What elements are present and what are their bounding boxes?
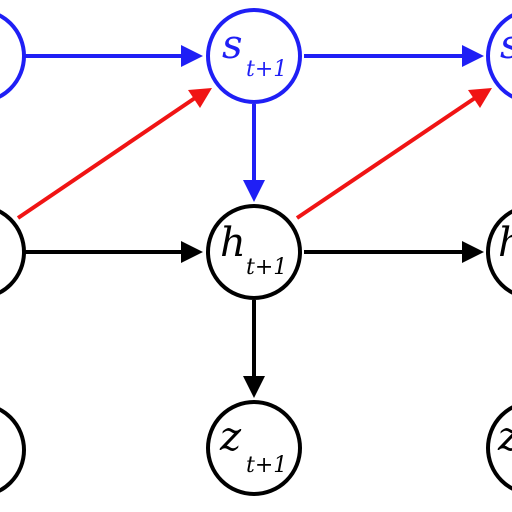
node-z-t1-subscript: t+1	[246, 453, 287, 478]
node-h-t1-label: h	[220, 220, 246, 266]
node-z-t1: z t+1	[206, 400, 302, 496]
arrowhead-h-t-to-s-t1	[188, 88, 212, 108]
node-s-t	[0, 13, 26, 99]
node-z-t2-label: z	[497, 414, 512, 460]
node-h-t2-label: h	[498, 220, 512, 266]
node-s-t2-label: s	[500, 22, 512, 68]
arrowhead-s-t1-to-h-t1	[243, 180, 265, 202]
edge-h-t-to-s-t1	[16, 96, 197, 220]
node-z-t	[0, 407, 26, 493]
arrowhead-s-t1-to-s-t2	[462, 45, 484, 67]
arrowhead-h-t-to-h-t1	[181, 241, 203, 263]
node-s-t1: s t+1	[206, 8, 302, 104]
node-s-t1-subscript: t+1	[246, 57, 287, 82]
node-z-t2: z	[486, 405, 512, 491]
node-s-t2: s	[486, 13, 512, 99]
arrowhead-h-t1-to-z-t1	[243, 376, 265, 398]
node-h-t1: h t+1	[206, 204, 302, 300]
node-h-t2: h	[486, 209, 512, 295]
arrowhead-s-t-to-s-t1	[181, 45, 203, 67]
node-z-t1-label: z	[219, 414, 242, 460]
arrowhead-h-t1-to-h-t2	[462, 241, 484, 263]
node-h-t1-subscript: t+1	[246, 255, 287, 280]
edge-h-t1-to-s-t2	[295, 96, 477, 220]
node-h-t	[0, 209, 26, 295]
node-s-t1-label: s	[222, 22, 243, 68]
arrowhead-h-t1-to-s-t2	[468, 88, 492, 108]
